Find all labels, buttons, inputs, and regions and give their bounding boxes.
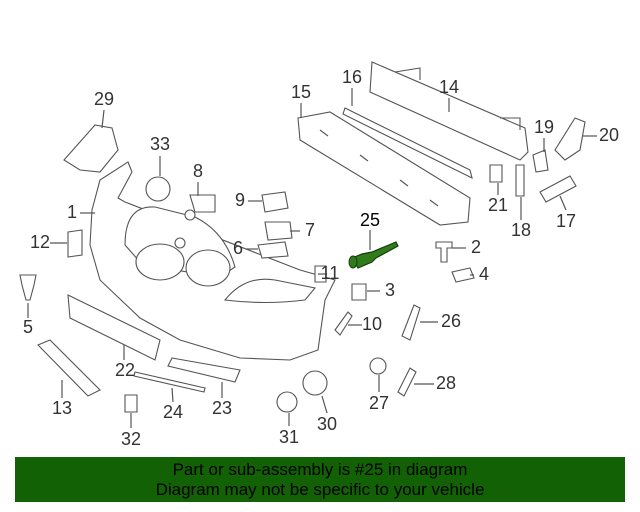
part-30-park-sensor[interactable] (302, 370, 328, 396)
part-33-emblem[interactable] (145, 176, 171, 202)
label-28: 28 (436, 373, 456, 393)
label-6: 6 (233, 238, 243, 258)
part-9-washer-cap[interactable] (261, 191, 289, 213)
part-26-reflector[interactable] (401, 304, 421, 341)
label-23: 23 (212, 398, 232, 418)
label-15: 15 (291, 82, 311, 102)
label-25-highlighted: 25 (360, 210, 380, 230)
part-16-strip[interactable] (342, 107, 473, 180)
label-5: 5 (23, 317, 33, 337)
label-22: 22 (115, 360, 135, 380)
part-32-bracket[interactable] (124, 394, 138, 413)
label-18: 18 (511, 220, 531, 240)
part-21-clip[interactable] (489, 164, 503, 183)
banner-line-part: Part or sub-assembly is #25 in diagram (172, 460, 468, 479)
label-20: 20 (599, 125, 619, 145)
label-11: 11 (321, 263, 340, 283)
headlight-washer-area (223, 278, 317, 304)
label-30: 30 (317, 414, 337, 434)
label-19: 19 (534, 117, 554, 137)
label-16: 16 (342, 67, 362, 87)
label-9: 9 (235, 190, 245, 210)
label-1: 1 (67, 202, 77, 222)
part-2-screw[interactable] (435, 241, 453, 263)
part-19-bracket[interactable] (532, 149, 549, 173)
part-29-bracket[interactable] (63, 124, 119, 173)
banner-line-disclaimer: Diagram may not be specific to your vehi… (155, 480, 485, 499)
part-4-nut[interactable] (451, 267, 475, 283)
part-24-trim-strip[interactable] (133, 371, 206, 393)
kidney-grille-right (185, 249, 231, 287)
label-4: 4 (479, 264, 489, 284)
part-7-bracket[interactable] (264, 221, 293, 241)
part-28-sensor-bracket[interactable] (397, 367, 417, 397)
label-8: 8 (193, 161, 203, 181)
label-29: 29 (94, 89, 114, 109)
part-20-bracket[interactable] (554, 117, 586, 161)
part-13-license-plate-base[interactable] (37, 339, 101, 397)
label-31: 31 (279, 427, 299, 447)
leader-lines (27, 88, 597, 428)
part-labels: 1 2 3 4 5 6 7 8 9 10 11 12 13 14 15 16 1… (23, 67, 619, 449)
part-5-clip[interactable] (19, 274, 37, 301)
emblem (174, 237, 186, 249)
part-8-sensor-bracket[interactable] (189, 194, 216, 213)
part-6-bracket[interactable] (257, 241, 289, 259)
part-15-energy-absorber[interactable] (297, 111, 471, 226)
label-3: 3 (385, 280, 395, 300)
info-banner: Part or sub-assembly is #25 in diagram D… (15, 457, 625, 502)
label-10: 10 (362, 314, 382, 334)
label-2: 2 (471, 237, 481, 257)
part-12-bracket[interactable] (67, 229, 83, 258)
part-3-grommet[interactable] (351, 283, 367, 301)
label-7: 7 (305, 220, 315, 240)
part-17-bracket[interactable] (539, 175, 577, 203)
label-12: 12 (30, 232, 50, 252)
part-22-lower-grille[interactable] (67, 294, 161, 361)
part-10-reflector[interactable] (334, 311, 353, 336)
label-24: 24 (163, 402, 183, 422)
part-18-bracket[interactable] (515, 164, 525, 197)
label-26: 26 (441, 311, 461, 331)
sensor-8 (184, 209, 196, 221)
kidney-grille-left (135, 243, 185, 281)
label-27: 27 (369, 393, 389, 413)
label-17: 17 (556, 211, 576, 231)
part-25-sensor-highlighted[interactable] (348, 241, 399, 269)
part-27-sensor-holder[interactable] (369, 357, 387, 375)
part-31-park-sensor[interactable] (276, 391, 298, 413)
label-33: 33 (150, 134, 170, 154)
label-14: 14 (439, 77, 459, 97)
label-21: 21 (488, 195, 508, 215)
label-13: 13 (52, 398, 72, 418)
label-32: 32 (121, 429, 141, 449)
part-23-grille[interactable] (167, 357, 241, 383)
